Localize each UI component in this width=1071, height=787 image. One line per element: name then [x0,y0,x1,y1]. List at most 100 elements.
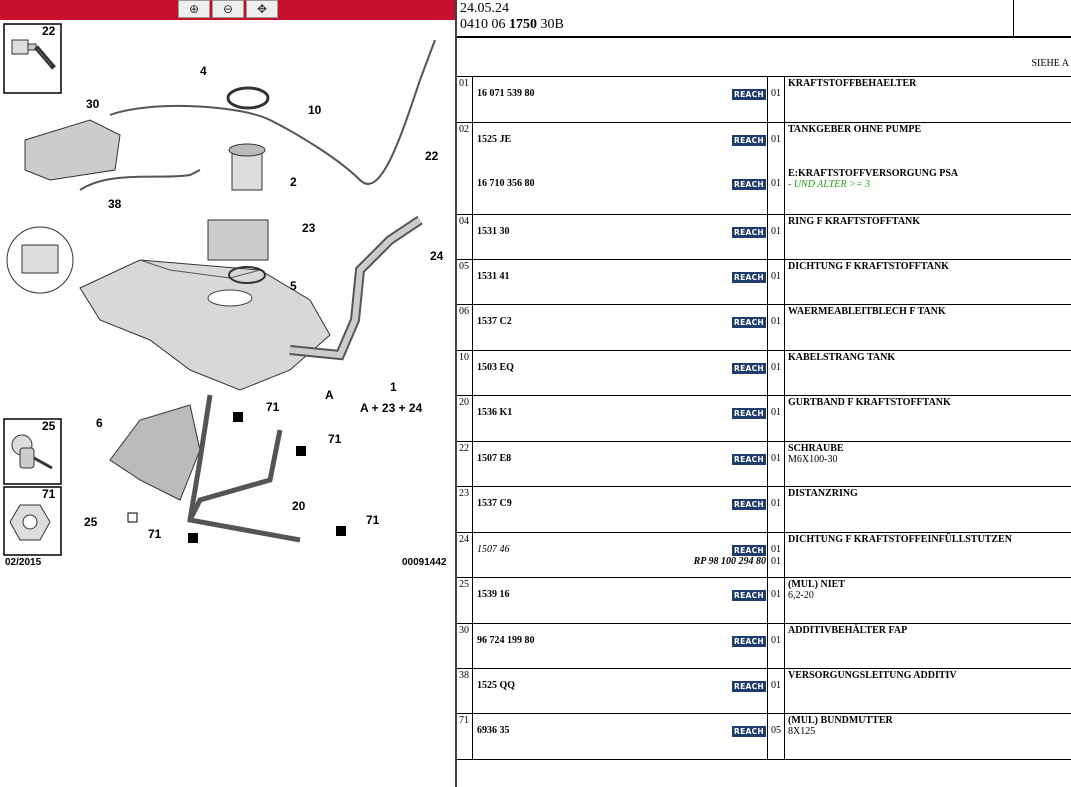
reach-badge[interactable]: REACH [732,454,766,465]
part-quantity: 01 [771,635,781,646]
reach-badge[interactable]: REACH [732,590,766,601]
fuel-gauge-illustration [228,143,266,191]
callout-24: 24 [430,249,444,263]
parts-row-position: 22 [457,442,473,486]
catalog-date: 24.05.24 [460,1,509,16]
part-number[interactable]: 1531 41 [477,271,510,282]
part-number[interactable]: 1537 C2 [477,316,512,327]
reach-badge[interactable]: REACH [732,545,766,556]
part-number[interactable]: 6936 35 [477,725,510,736]
parts-row-position: 25 [457,578,473,623]
callout-22: 22 [425,149,439,163]
rivet-25-marker [127,512,138,523]
parts-table-bottom-rule [457,759,1071,760]
diagram-pane: ⊕ ⊖ ✥ 22 25 [0,0,455,787]
reach-badge[interactable]: REACH [732,89,766,100]
screw-illustration [11,39,56,70]
callout-1: 1 [390,380,397,394]
callout-71-c: 71 [148,527,162,541]
qty-column [767,123,785,214]
filler-pipe-illustration [289,215,423,361]
nut-illustration [9,504,51,541]
diagram-svg: 22 25 71 [3,23,447,568]
ring-4-illustration [226,86,270,110]
part-number[interactable]: 16 710 356 80 [477,178,535,189]
part-number[interactable]: 96 724 199 80 [477,635,535,646]
qty-column [767,669,785,713]
replacement-part-number[interactable]: RP 98 100 294 80 [693,556,766,567]
zoom-in-button[interactable]: ⊕ [178,0,210,18]
parts-row-position: 20 [457,396,473,441]
reach-badge[interactable]: REACH [732,499,766,510]
zoom-out-icon: ⊖ [222,2,234,16]
rivet-illustration [11,434,53,470]
part-number[interactable]: 1537 C9 [477,498,512,509]
part-description: (MUL) NIET [788,579,845,590]
reach-badge[interactable]: REACH [732,135,766,146]
qty-column [767,624,785,668]
qty-column [767,305,785,350]
reach-badge[interactable]: REACH [732,726,766,737]
nut-71-marker-d [336,526,346,536]
see-also-link[interactable]: SIEHE A [1031,58,1070,69]
callout-38: 38 [108,197,122,211]
qty-column [767,578,785,623]
part-quantity: 01 [771,680,781,691]
parts-row-position: 05 [457,260,473,304]
part-number[interactable]: 1531 30 [477,226,510,237]
qty-column [767,442,785,486]
reach-badge[interactable]: REACH [732,681,766,692]
qty-column [767,487,785,532]
part-number[interactable]: 1503 EQ [477,362,514,373]
part-sub-description: - UND ALTER >= 3 [788,179,871,190]
callout-23: 23 [302,221,316,235]
part-number[interactable]: 1525 QQ [477,680,516,691]
part-number[interactable]: 1507 E8 [477,453,512,464]
part-quantity: 01 [771,178,781,189]
pane-divider[interactable] [455,0,457,787]
part-quantity: 01 [771,407,781,418]
callout-5: 5 [290,279,297,293]
part-number[interactable]: 1507 46 [477,544,510,555]
additive-tank-illustration [24,119,121,181]
part-description: GURTBAND F KRAFTSTOFFTANK [788,397,951,408]
parts-row[interactable]: 20 1536 K1 REACH 01 GURTBAND F KRAFTSTOFFTAN… [457,395,1071,441]
reach-badge[interactable]: REACH [732,363,766,374]
part-description: KABELSTRANG TANK [788,352,896,363]
part-number[interactable]: 1536 K1 [477,407,513,418]
reach-badge[interactable]: REACH [732,227,766,238]
reach-badge[interactable]: REACH [732,272,766,283]
qty-column [767,351,785,395]
zoom-in-icon: ⊕ [188,2,200,16]
reach-badge[interactable]: REACH [732,408,766,419]
part-quantity: 01 [771,88,781,99]
parts-row-position: 02 [457,123,473,214]
reach-badge[interactable]: REACH [732,317,766,328]
pan-button[interactable]: ✥ [246,0,278,18]
part-description: DICHTUNG F KRAFTSTOFFTANK [788,261,949,272]
callout-6: 6 [96,416,103,430]
reach-badge[interactable]: REACH [732,179,766,190]
seal-5-illustration [228,266,266,284]
part-number[interactable]: 1539 16 [477,589,510,600]
part-number[interactable]: 16 071 539 80 [477,88,535,99]
callout-4: 4 [200,64,207,78]
reach-badge[interactable]: REACH [732,636,766,647]
diagram-date-code: 02/2015 [5,557,42,568]
part-number[interactable]: 1525 JE [477,134,512,145]
zoom-out-button[interactable]: ⊖ [212,0,244,18]
heat-shield-illustration [109,404,201,501]
